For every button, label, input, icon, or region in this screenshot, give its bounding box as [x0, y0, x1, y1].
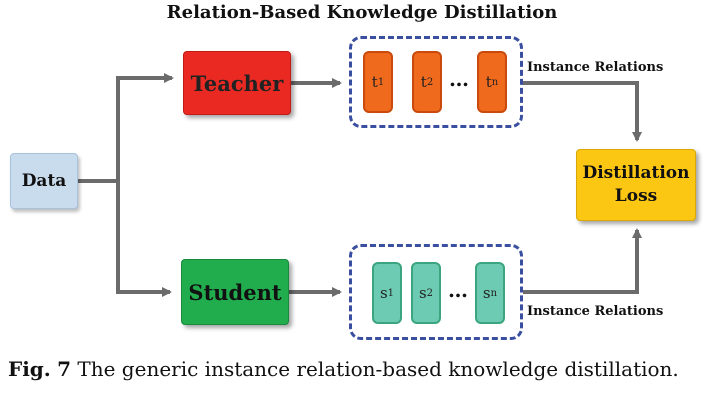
teacher-node: Teacher [183, 51, 291, 115]
loss-label-line1: Distillation [582, 163, 690, 183]
student-relations-arrow [523, 228, 642, 294]
student-node: Student [181, 259, 289, 325]
student-relations-label: Instance Relations [527, 304, 664, 319]
data-node: Data [10, 153, 78, 209]
teacher-relations-arrow [523, 81, 642, 142]
teacher-ellipsis: … [449, 67, 469, 91]
loss-label-line2: Loss [614, 186, 658, 206]
data-split-connector [78, 73, 174, 183]
caption-label: Fig. [8, 357, 51, 381]
figure-caption: Fig. 7 The generic instance relation-bas… [8, 356, 716, 382]
caption-text: The generic instance relation-based know… [77, 357, 679, 381]
teacher-relations-label: Instance Relations [527, 60, 664, 75]
caption-number: 7 [57, 357, 72, 381]
distillation-loss-node: Distillation Loss [576, 149, 696, 221]
data-to-student-connector [116, 181, 172, 297]
diagram-title: Relation-Based Knowledge Distillation [166, 2, 558, 23]
student-ellipsis: … [448, 278, 468, 302]
